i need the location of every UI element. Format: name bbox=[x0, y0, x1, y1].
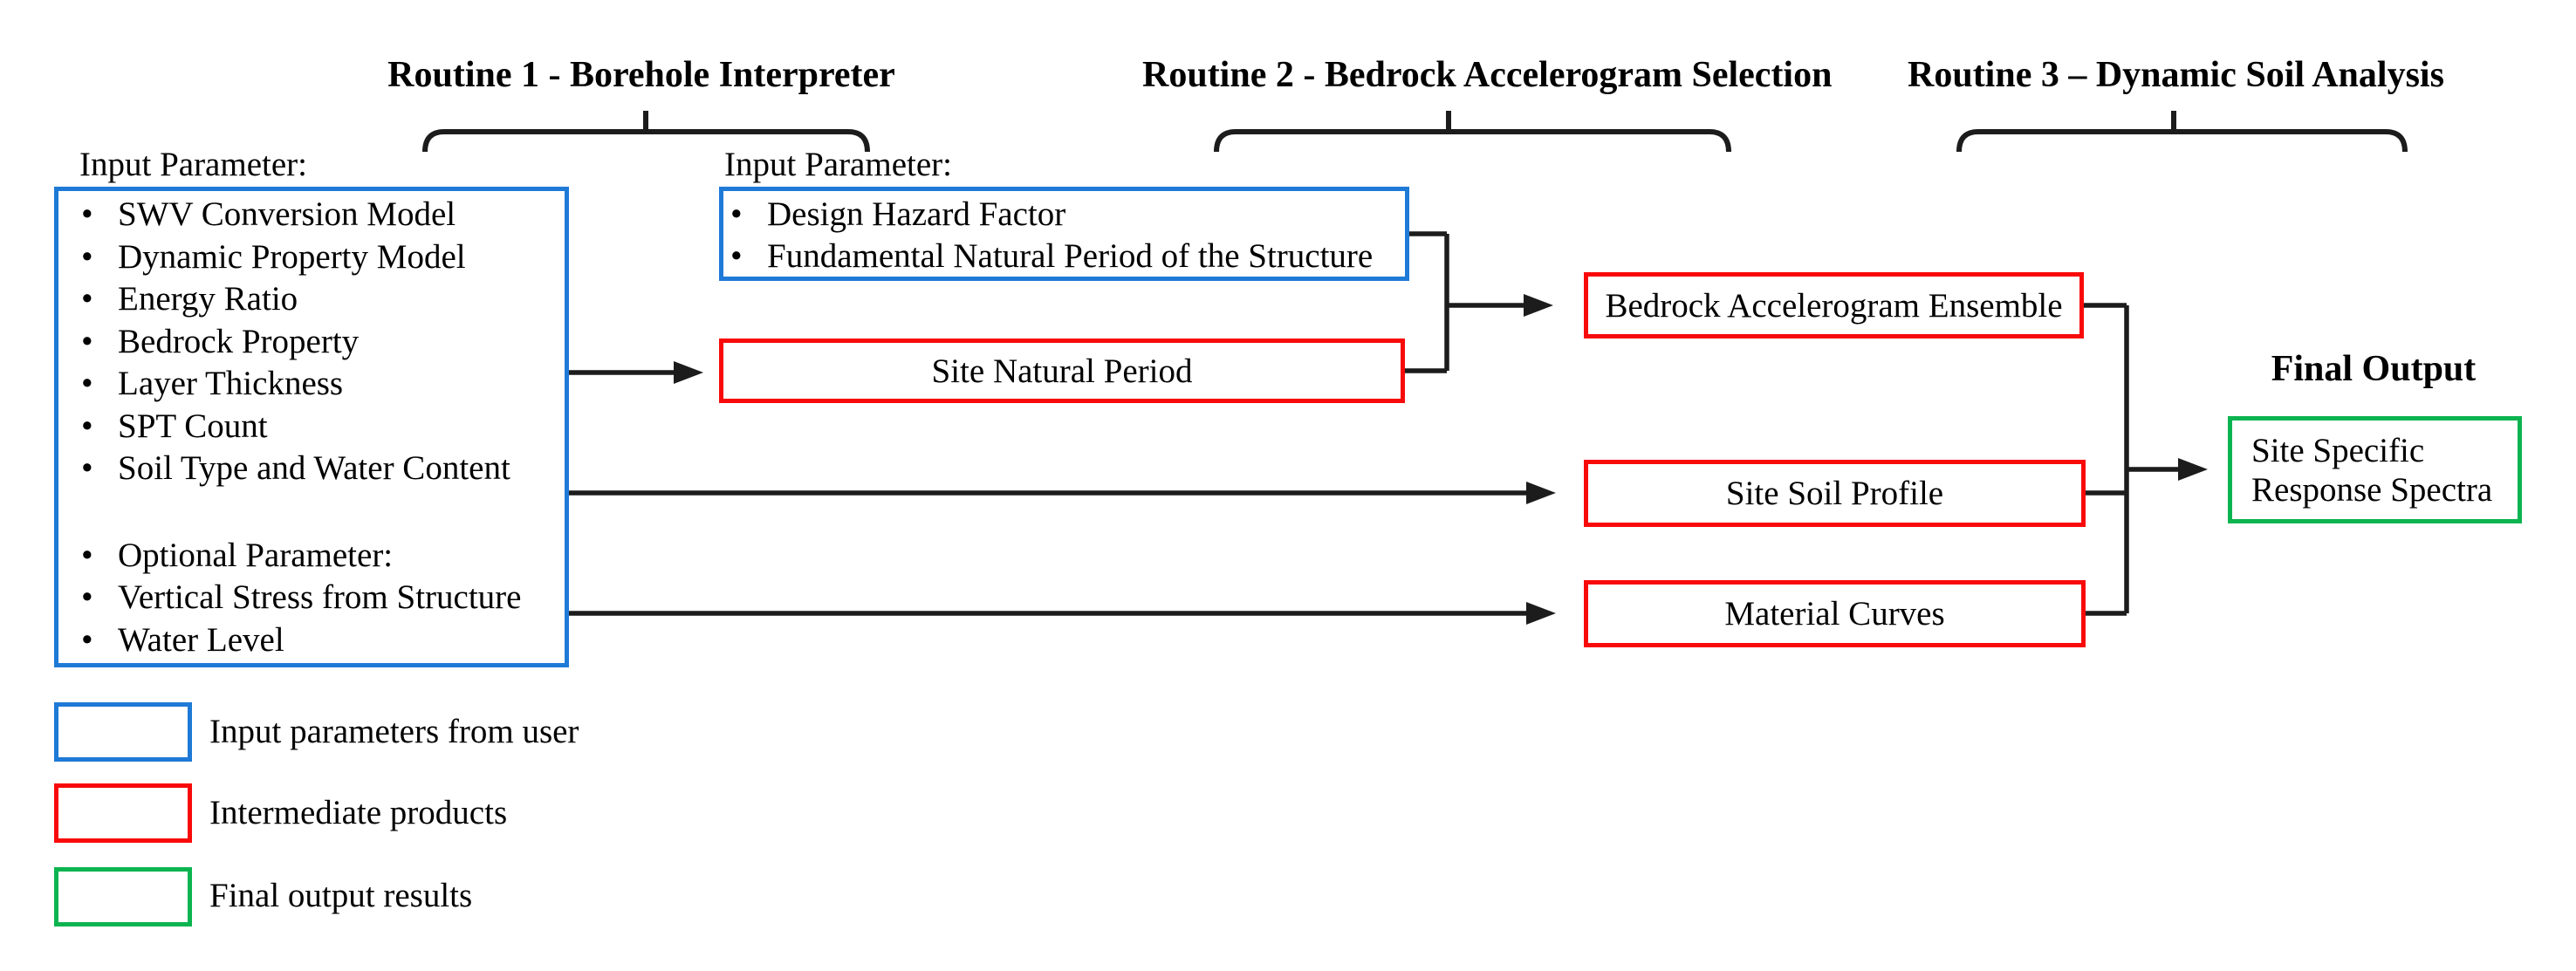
bullet-glyph: • bbox=[81, 365, 93, 402]
bullet-item: • Soil Type and Water Content bbox=[58, 448, 565, 490]
bullet-glyph: • bbox=[81, 449, 93, 487]
bullet-item: • SPT Count bbox=[58, 406, 565, 448]
arrowhead-final-output bbox=[2178, 458, 2208, 481]
bullet-item: • Layer Thickness bbox=[58, 363, 565, 406]
site-soil-profile-box: Site Soil Profile bbox=[1584, 460, 2086, 527]
bullet-glyph: • bbox=[81, 237, 93, 276]
bullet-glyph: • bbox=[81, 195, 93, 233]
bullet-item: • SWV Conversion Model bbox=[58, 194, 565, 236]
borehole-input-box: • SWV Conversion Model • Dynamic Property M… bbox=[54, 187, 569, 667]
arrowhead-bedrock-ensemble bbox=[1524, 294, 1553, 317]
bullet-glyph: • bbox=[81, 578, 93, 616]
bullet-item-label: Design Hazard Factor bbox=[767, 195, 1066, 233]
legend-final-label: Final output results bbox=[209, 877, 473, 914]
site-natural-period-box: Site Natural Period bbox=[719, 338, 1405, 403]
bullet-item: • Fundamental Natural Period of the Struc… bbox=[723, 236, 1405, 277]
bullet-item-label: Fundamental Natural Period of the Struct… bbox=[767, 237, 1374, 275]
bullet-item: • Dynamic Property Model bbox=[58, 236, 565, 279]
borehole-input-items: • SWV Conversion Model • Dynamic Property M… bbox=[58, 194, 565, 490]
site-natural-period-label: Site Natural Period bbox=[931, 352, 1193, 390]
brace-routine-2 bbox=[1214, 111, 1731, 153]
arrowhead-site-soil-profile bbox=[1526, 482, 1556, 504]
arrowhead-material-curves bbox=[1526, 602, 1556, 625]
selection-input-box: • Design Hazard Factor • Fundamental Natura… bbox=[719, 187, 1409, 281]
material-curves-label: Material Curves bbox=[1724, 595, 1945, 633]
borehole-input-label: Input Parameter: bbox=[79, 146, 307, 183]
brace-routine-3 bbox=[1956, 111, 2408, 153]
bullet-item-label: Bedrock Property bbox=[118, 322, 360, 360]
bullet-glyph: • bbox=[730, 195, 743, 233]
bullet-item-label: SPT Count bbox=[118, 407, 268, 445]
routine-1-header: Routine 1 - Borehole Interpreter bbox=[387, 55, 895, 95]
bedrock-accelerogram-ensemble-box: Bedrock Accelerogram Ensemble bbox=[1584, 272, 2084, 338]
routine-2-header: Routine 2 - Bedrock Accelerogram Selecti… bbox=[1142, 55, 1833, 95]
bullet-glyph: • bbox=[81, 407, 93, 445]
brace-routine-1 bbox=[422, 111, 870, 153]
material-curves-box: Material Curves bbox=[1584, 580, 2086, 647]
bullet-glyph: • bbox=[81, 280, 93, 318]
bullet-glyph: • bbox=[81, 620, 93, 659]
bullet-item-label: Optional Parameter: bbox=[118, 536, 394, 574]
legend-intermediate-label: Intermediate products bbox=[209, 794, 508, 831]
bullet-item-label: Vertical Stress from Structure bbox=[118, 578, 522, 616]
selection-input-items: • Design Hazard Factor • Fundamental Natura… bbox=[723, 194, 1405, 277]
bullet-glyph: • bbox=[81, 536, 93, 574]
final-output-heading: Final Output bbox=[2271, 349, 2477, 389]
bullet-item: • Water Level bbox=[58, 619, 565, 662]
bullet-item-label: Soil Type and Water Content bbox=[118, 449, 510, 487]
bullet-item: • Vertical Stress from Structure bbox=[58, 577, 565, 619]
bullet-item-label: Energy Ratio bbox=[118, 280, 298, 318]
legend-intermediate-swatch bbox=[54, 783, 192, 843]
bedrock-accelerogram-ensemble-label: Bedrock Accelerogram Ensemble bbox=[1605, 286, 2063, 325]
bullet-item-label: SWV Conversion Model bbox=[118, 195, 456, 233]
arrowhead-site-natural-period bbox=[674, 361, 703, 384]
legend-input-swatch bbox=[54, 702, 192, 762]
bracket-selection-inputs bbox=[1405, 231, 1525, 373]
bullet-glyph: • bbox=[730, 237, 743, 275]
bullet-item: • Optional Parameter: bbox=[58, 535, 565, 578]
bullet-item: • Energy Ratio bbox=[58, 278, 565, 321]
selection-input-label: Input Parameter: bbox=[724, 146, 952, 183]
bullet-item: • Bedrock Property bbox=[58, 321, 565, 364]
bullet-item-label: Dynamic Property Model bbox=[118, 237, 466, 276]
site-soil-profile-label: Site Soil Profile bbox=[1725, 475, 1944, 512]
bullet-glyph: • bbox=[81, 322, 93, 360]
borehole-optional-items: • Optional Parameter: • Vertical Stress fro… bbox=[58, 535, 565, 662]
legend-final-swatch bbox=[54, 867, 192, 927]
bracket-intermediate-products bbox=[2084, 303, 2180, 616]
final-output-box: Site Specific Response Spectra bbox=[2228, 416, 2522, 523]
bullet-item-label: Water Level bbox=[118, 620, 284, 659]
routine-3-header: Routine 3 – Dynamic Soil Analysis bbox=[1908, 55, 2444, 95]
bullet-item: • Design Hazard Factor bbox=[723, 194, 1405, 236]
legend-input-label: Input parameters from user bbox=[209, 713, 579, 750]
bullet-item-label: Layer Thickness bbox=[118, 365, 344, 402]
final-output-label: Site Specific Response Spectra bbox=[2251, 431, 2493, 509]
